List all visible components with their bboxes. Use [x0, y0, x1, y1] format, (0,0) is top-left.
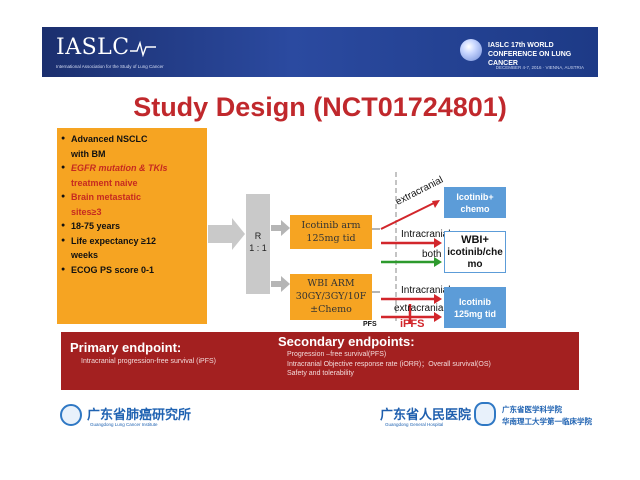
- globe-icon: [460, 39, 482, 61]
- endpoints-banner: Primary endpoint: Intracranial progressi…: [61, 332, 579, 390]
- intracranial-bottom-label: Intracranial: [401, 285, 451, 296]
- iaslc-logo-subtitle: International Association for the Study …: [56, 64, 164, 69]
- pfs-label: PFS: [363, 321, 377, 328]
- gdams-logo-line1: 广东省医学科学院: [502, 405, 562, 414]
- ggh-logo-name: 广东省人民医院: [380, 408, 472, 423]
- to-randomization-arrow: [208, 218, 245, 250]
- secondary-endpoint-item: Progression –free survival(PFS): [287, 351, 387, 358]
- gdlci-logo-icon: [60, 404, 82, 426]
- criteria-item: 18-75 years: [61, 219, 203, 234]
- gdlci-logo-english: Guangdong Lung Cancer Institute: [90, 422, 158, 427]
- footer-logos: 广东省肺癌研究所 Guangdong Lung Cancer Institute…: [40, 392, 600, 442]
- criteria-item: ECOG PS score 0-1: [61, 263, 203, 278]
- outcome-icotinib-chemo-box: Icotinib+chemo: [444, 187, 506, 218]
- conference-header: IASLC International Association for the …: [42, 27, 598, 77]
- conference-dates: DECEMBER 4-7, 2016 · VIENNA, AUSTRIA: [495, 65, 584, 70]
- conference-name: IASLC 17th WORLD CONFERENCE ON LUNG CANC…: [488, 42, 572, 67]
- intracranial-top-label: Intracranial: [401, 229, 451, 240]
- primary-endpoint-title: Primary endpoint:: [70, 340, 182, 355]
- extracranial-top-arrow: [380, 201, 437, 230]
- gdams-logo-line2: 华南理工大学第一临床学院: [502, 417, 592, 426]
- to-icotinib-arm-arrow: [271, 220, 290, 236]
- iaslc-logo: IASLC: [56, 35, 130, 60]
- ggh-logo-english: Guangdong General Hospital: [385, 422, 444, 427]
- secondary-endpoints-list: Progression –free survival(PFS) Intracra…: [287, 350, 491, 379]
- secondary-endpoints-title: Secondary endpoints:: [278, 334, 415, 349]
- slide: IASLC International Association for the …: [40, 22, 600, 442]
- ipfs-label: iPFS: [400, 318, 425, 330]
- secondary-endpoint-item: Safety and tolerability: [287, 370, 354, 377]
- both-label: both: [422, 249, 442, 260]
- extracranial-bottom-label: extracranial: [394, 303, 446, 314]
- to-wbi-arm-arrow: [271, 276, 290, 292]
- secondary-endpoint-item: Intracranial Objective response rate (iO…: [287, 360, 491, 368]
- gdlci-logo-name: 广东省肺癌研究所: [87, 408, 192, 423]
- primary-endpoint-text: Intracranial progression-free survival (…: [81, 358, 216, 365]
- slide-title: Study Design (NCT01724801): [133, 92, 507, 122]
- flow-arrows: [208, 172, 442, 324]
- ggh-logo-icon: [474, 402, 496, 426]
- heartbeat-icon: [130, 40, 156, 57]
